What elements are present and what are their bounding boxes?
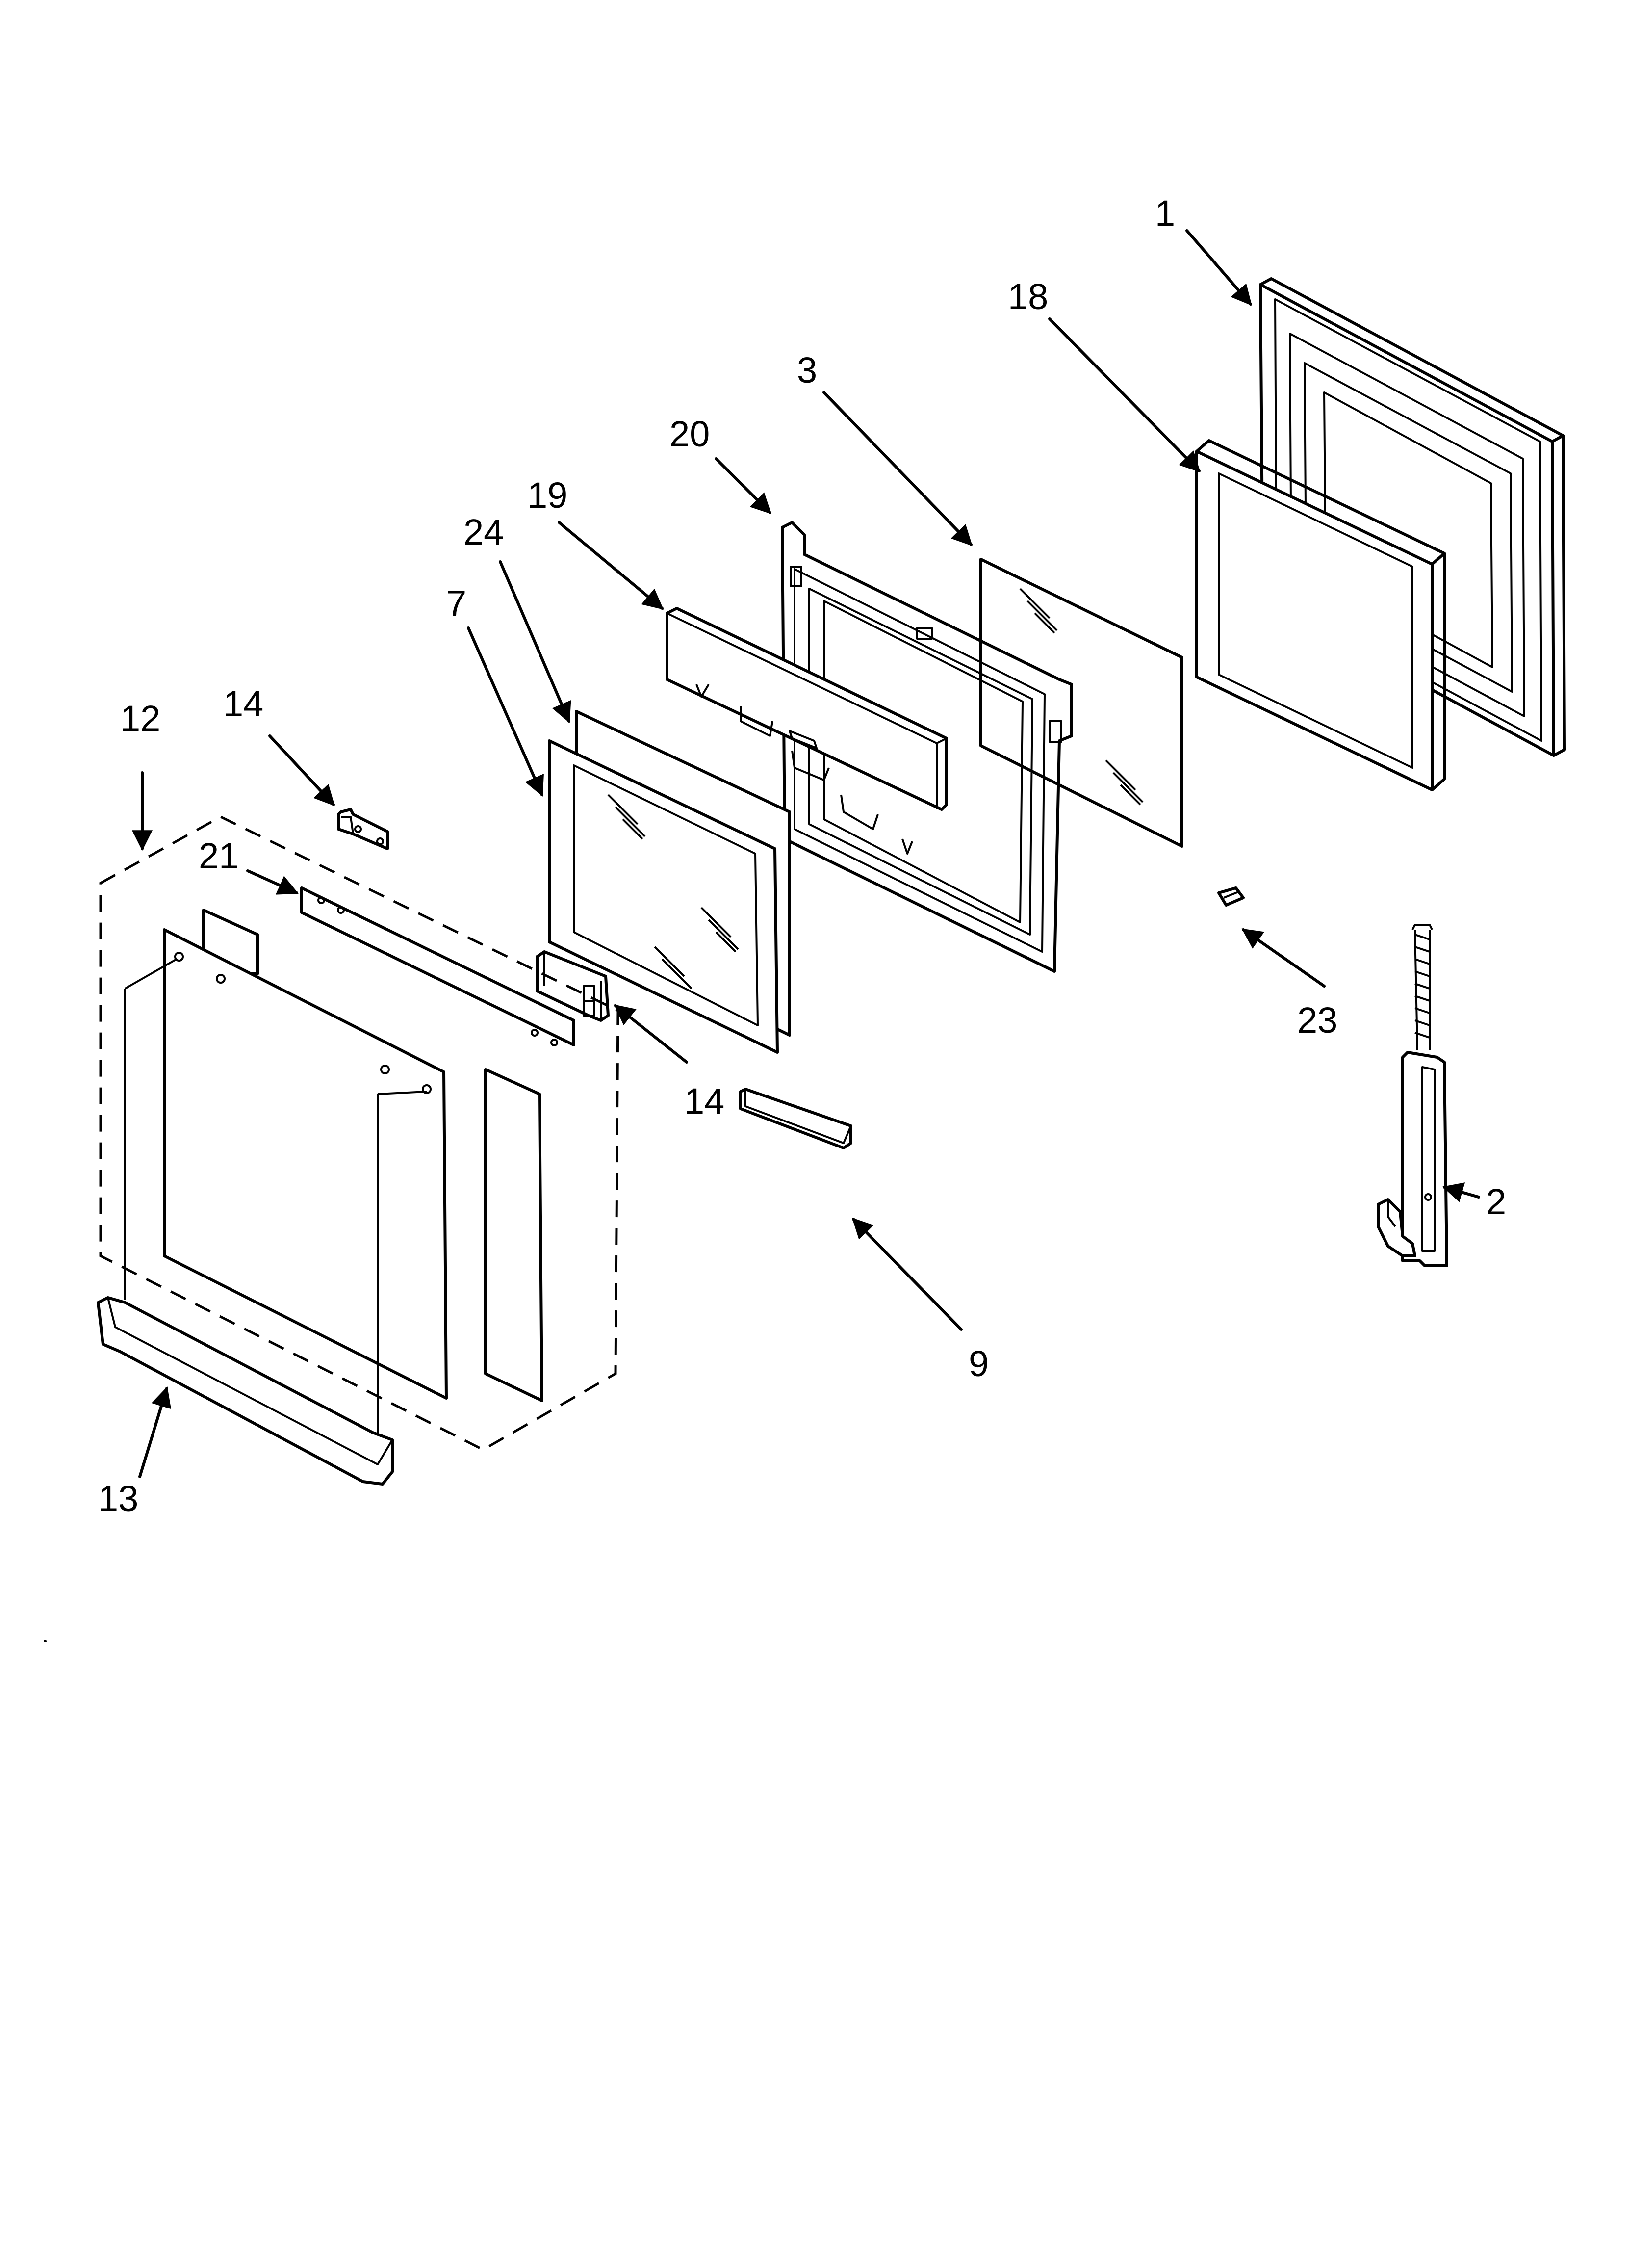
part-13-door-handle xyxy=(97,1296,394,1486)
part-9-vent-strip xyxy=(739,1088,852,1149)
part-1-outer-door-panel xyxy=(1259,277,1566,757)
part-7-outer-glass xyxy=(548,739,779,1054)
callout-12: 12 xyxy=(120,698,160,739)
leader-20 xyxy=(715,457,771,514)
leader-2 xyxy=(1442,1182,1480,1202)
part-23-clip xyxy=(1217,886,1245,907)
callout-24: 24 xyxy=(463,512,504,552)
leader-18 xyxy=(1048,317,1201,472)
leader-21 xyxy=(246,869,299,895)
part-18-door-frame xyxy=(1195,439,1446,791)
stray-dot xyxy=(44,1640,47,1642)
callout-1: 1 xyxy=(1155,193,1175,234)
callout-23: 23 xyxy=(1297,1000,1337,1041)
leader-24 xyxy=(499,560,571,723)
callout-13: 13 xyxy=(98,1478,138,1519)
part-12-outer-door-assembly xyxy=(99,815,619,1452)
part-3-inner-glass xyxy=(979,558,1183,848)
callout-labels: 1 18 3 20 19 24 7 12 14 21 14 23 2 9 13 xyxy=(98,193,1506,1519)
leader-19 xyxy=(558,521,664,610)
callout-3: 3 xyxy=(797,350,817,391)
callout-20: 20 xyxy=(669,414,710,454)
callout-18: 18 xyxy=(1008,276,1048,317)
part-21-door-strip xyxy=(300,886,575,1046)
callout-7: 7 xyxy=(446,583,466,624)
part-19-insulation-shield xyxy=(666,607,948,855)
callout-2: 2 xyxy=(1486,1181,1506,1222)
callout-9: 9 xyxy=(969,1343,989,1384)
leader-3 xyxy=(822,391,973,547)
leader-14b xyxy=(614,1004,688,1064)
leader-9 xyxy=(852,1217,963,1331)
callout-14-upper: 14 xyxy=(223,683,263,724)
callout-14-lower: 14 xyxy=(684,1081,724,1121)
leader-23 xyxy=(1241,928,1326,988)
leader-7 xyxy=(467,626,544,797)
part-14-lower-bracket xyxy=(536,950,610,1022)
leader-13 xyxy=(138,1386,172,1478)
callout-19: 19 xyxy=(527,475,567,516)
leader-1 xyxy=(1185,229,1252,306)
leader-14a xyxy=(268,734,335,807)
part-14-upper-bracket xyxy=(337,808,389,850)
part-2-door-hinge xyxy=(1377,924,1448,1267)
callout-21: 21 xyxy=(199,835,239,876)
leader-lines xyxy=(132,229,1480,1478)
